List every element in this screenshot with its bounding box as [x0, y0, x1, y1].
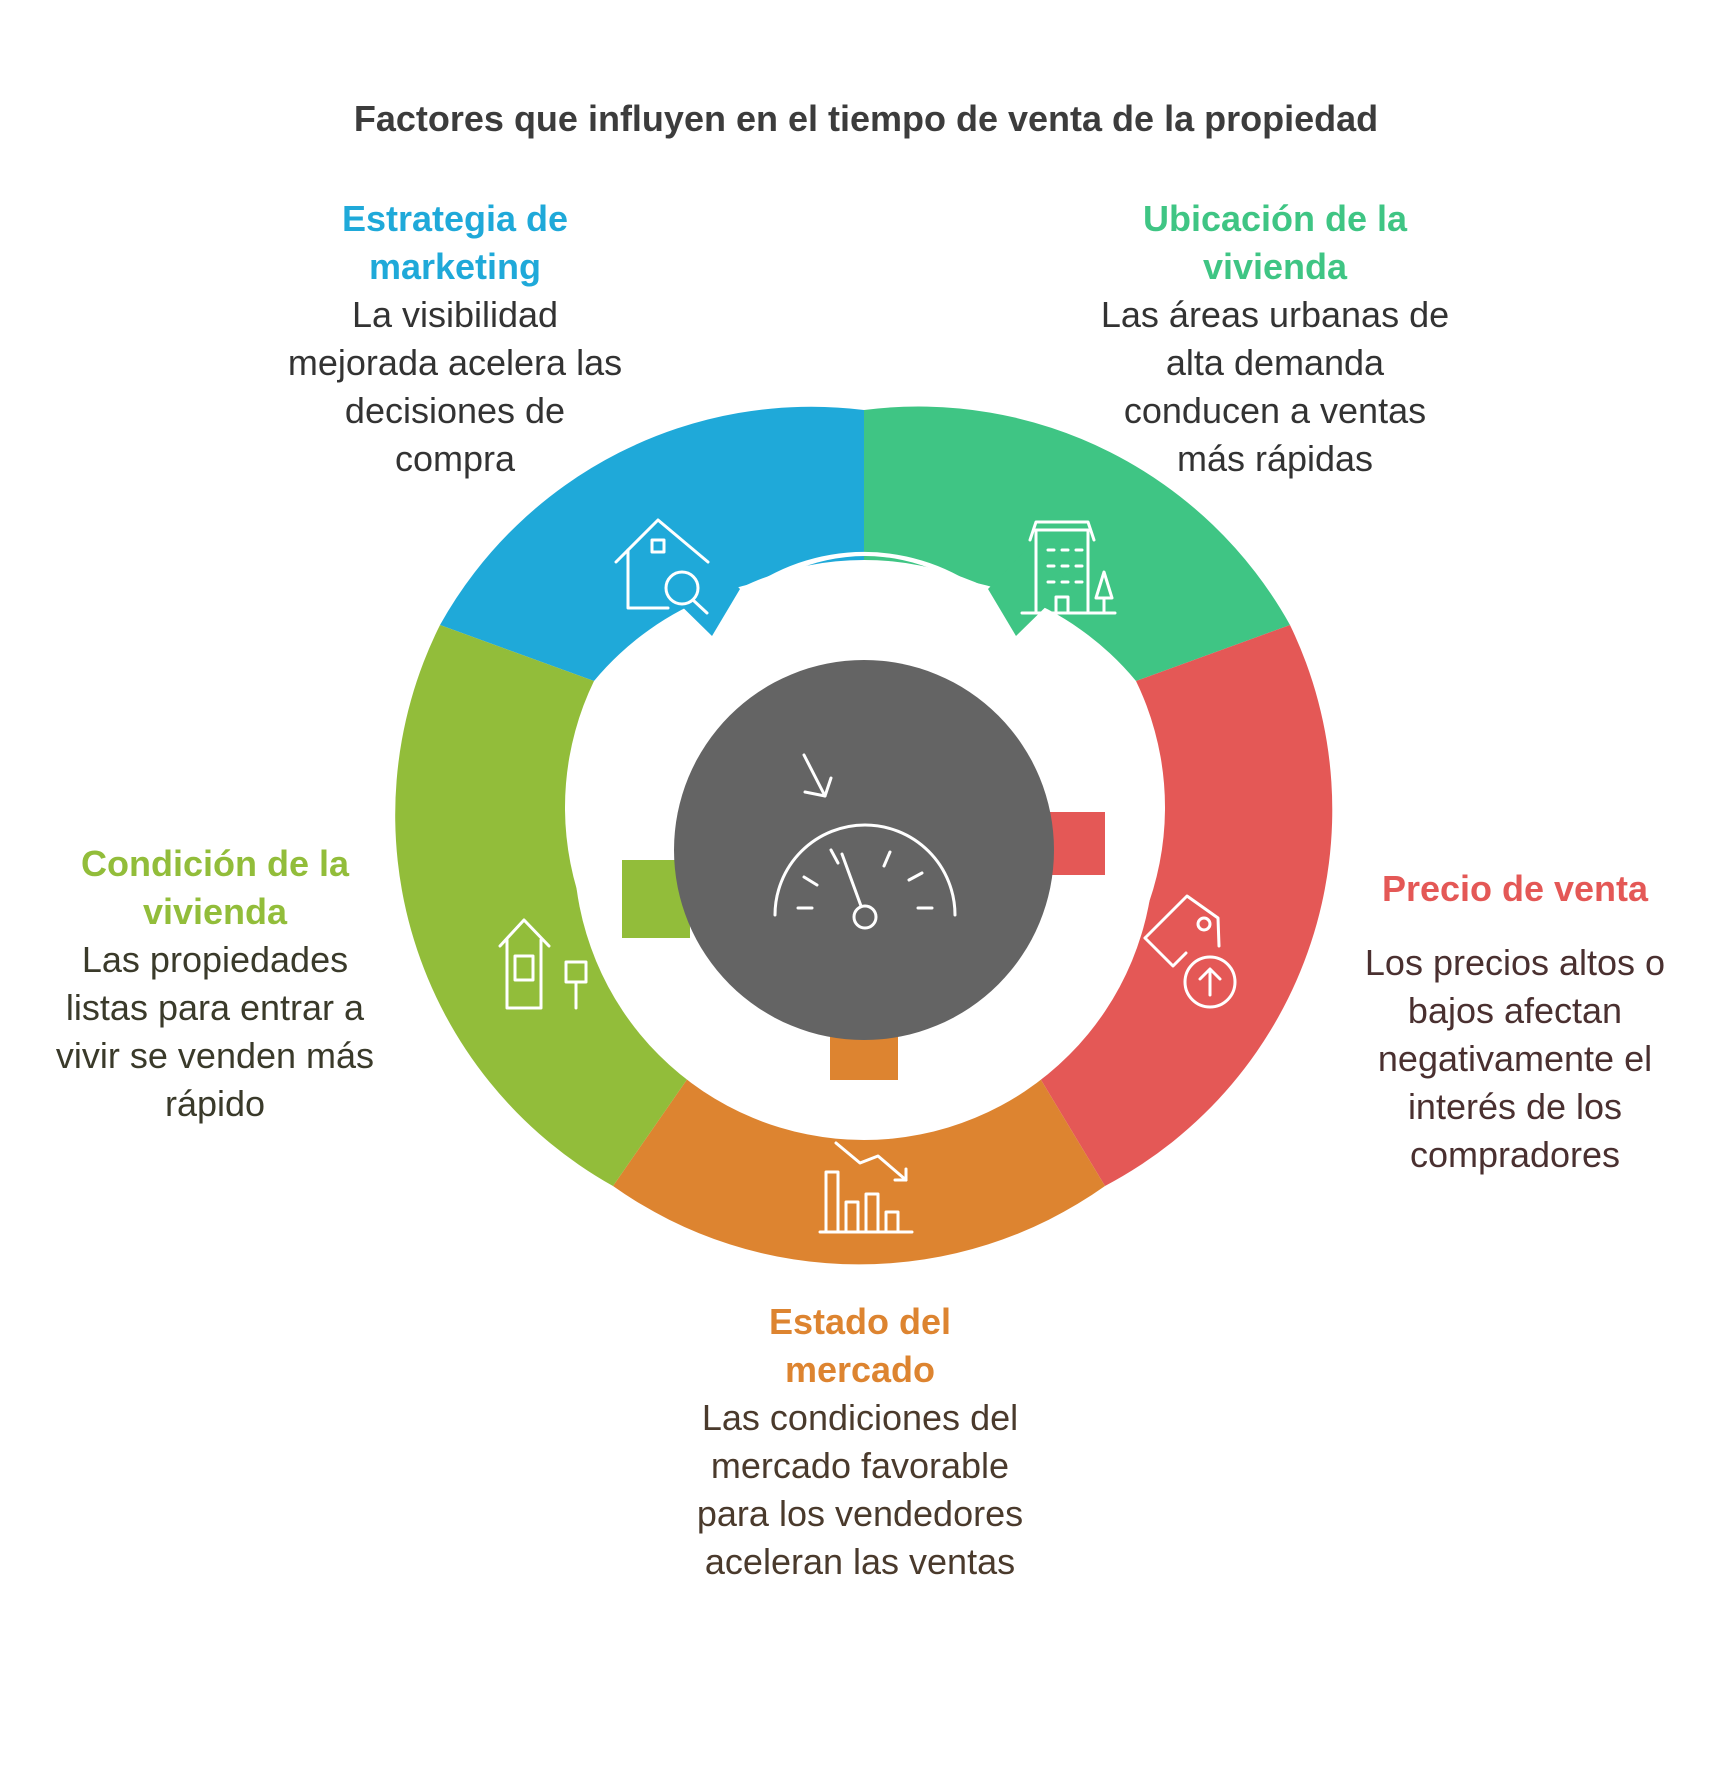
connector-condicion [622, 860, 690, 938]
ubicacion-block: Ubicación de la vivienda Las áreas urban… [1090, 195, 1460, 483]
condicion-title: Condición de la vivienda [80, 843, 349, 932]
mercado-description: Las condiciones del mercado favorable pa… [696, 1397, 1024, 1582]
ubicacion-description: Las áreas urbanas de alta demanda conduc… [1100, 294, 1450, 479]
precio-title: Precio de venta [1381, 868, 1649, 909]
connector-marketing [660, 537, 740, 636]
price-tag-up-icon [1143, 894, 1237, 1009]
marketing-title: Estrategia de marketing [341, 198, 569, 287]
segment-condicion [395, 625, 704, 1186]
center-circle [674, 660, 1054, 1040]
connector-ubicacion [988, 537, 1068, 636]
declining-bar-chart-icon [818, 1141, 914, 1234]
house-tree-icon [498, 918, 588, 1010]
condicion-description: Las propiedades listas para entrar a viv… [55, 939, 375, 1124]
mercado-block: Estado del mercado Las condiciones del m… [690, 1298, 1030, 1586]
precio-description: Los precios altos o bajos afectan negati… [1364, 942, 1666, 1175]
ubicacion-title: Ubicación de la vivienda [1142, 198, 1408, 287]
diagram-title: Factores que influyen en el tiempo de ve… [353, 98, 1379, 139]
precio-block: Precio de venta Los precios altos o bajo… [1345, 865, 1685, 1179]
mercado-title: Estado del mercado [768, 1301, 952, 1390]
apartment-building-icon [1020, 520, 1117, 615]
connector-precio [1040, 812, 1105, 875]
marketing-description: La visibilidad mejorada acelera las deci… [287, 294, 623, 479]
house-search-icon [614, 518, 710, 615]
marketing-block: Estrategia de marketing La visibilidad m… [280, 195, 630, 483]
speedometer-icon [773, 753, 957, 930]
segment-ubicacion [864, 406, 1290, 681]
condicion-block: Condición de la vivienda Las propiedades… [55, 840, 375, 1128]
